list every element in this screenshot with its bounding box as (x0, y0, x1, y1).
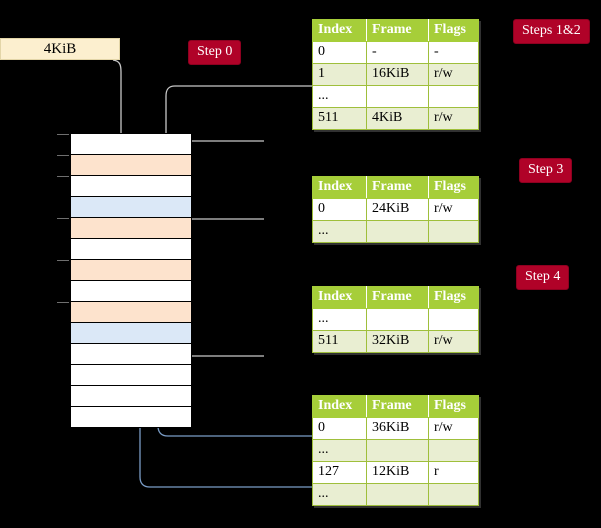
table-cell (366, 439, 429, 462)
table-cell: 32KiB (366, 330, 429, 353)
table-header-cell: Frame (366, 176, 429, 199)
badge-step-4: Step 4 (516, 265, 570, 290)
badge-step-0: Step 0 (188, 40, 242, 65)
table-cell: 12KiB (366, 461, 429, 484)
memory-row (57, 217, 191, 238)
memory-row (71, 322, 191, 343)
table-cell: 0 (312, 198, 367, 221)
badge-steps-1-2: Steps 1&2 (513, 19, 590, 44)
memory-row (71, 385, 191, 406)
memory-row-tick (57, 176, 69, 177)
table-cell: r/w (428, 107, 479, 130)
table-cell: 127 (312, 461, 367, 484)
table-cell: r (428, 461, 479, 484)
memory-row-tick (57, 155, 69, 156)
memory-row (57, 133, 191, 154)
memory-row-tick (57, 260, 69, 261)
memory-row (71, 406, 191, 427)
table-cell: ... (312, 308, 367, 331)
table-cell (366, 85, 429, 108)
table-cell: 0 (312, 41, 367, 64)
table-cell: 16KiB (366, 63, 429, 86)
table-cell (428, 220, 479, 243)
memory-row (57, 154, 191, 175)
memory-row-tick (57, 218, 69, 219)
memory-row (57, 259, 191, 280)
badge-step-3: Step 3 (519, 158, 573, 183)
memory-row (71, 238, 191, 259)
table-cell (366, 483, 429, 506)
table-row: ... (312, 220, 479, 243)
table-cell: ... (312, 220, 367, 243)
table-cell: 24KiB (366, 198, 429, 221)
memory-row (71, 343, 191, 364)
table-cell: 36KiB (366, 417, 429, 440)
table-cell: 1 (312, 63, 367, 86)
table-cell: - (366, 41, 429, 64)
table-cell: 4KiB (366, 107, 429, 130)
table-header-cell: Frame (366, 395, 429, 418)
table-cell (428, 483, 479, 506)
table-cell (428, 439, 479, 462)
memory-frame-label-text: 4KiB (43, 40, 77, 57)
table-header-cell: Index (312, 19, 367, 42)
table-row: ... (312, 308, 479, 331)
table-row: 0-- (312, 41, 479, 64)
table-row: ... (312, 85, 479, 108)
table-header-cell: Index (312, 395, 367, 418)
table-cell: r/w (428, 417, 479, 440)
memory-row-tick (57, 134, 69, 135)
memory-frame-label: 4KiB (0, 38, 120, 60)
table-row: ... (312, 483, 479, 506)
table-header-cell: Frame (366, 19, 429, 42)
table-cell: ... (312, 85, 367, 108)
table-header-cell: Index (312, 176, 367, 199)
table-header-cell: Frame (366, 286, 429, 309)
table-cell: 511 (312, 330, 367, 353)
table-cell: 511 (312, 107, 367, 130)
table-header-cell: Flags (428, 176, 479, 199)
table-cell: r/w (428, 330, 479, 353)
table-cell: r/w (428, 63, 479, 86)
memory-row (71, 280, 191, 301)
table-cell (428, 308, 479, 331)
table-header-cell: Flags (428, 395, 479, 418)
table-cell: ... (312, 439, 367, 462)
table-cell: - (428, 41, 479, 64)
table-cell (428, 85, 479, 108)
memory-row (57, 301, 191, 322)
memory-row (71, 196, 191, 217)
memory-row (57, 175, 191, 196)
memory-row-tick (57, 302, 69, 303)
table-cell (366, 220, 429, 243)
memory-row (71, 364, 191, 385)
table-header-cell: Flags (428, 19, 479, 42)
table-header-cell: Index (312, 286, 367, 309)
table-row: ... (312, 439, 479, 462)
table-cell: ... (312, 483, 367, 506)
table-cell (366, 308, 429, 331)
memory-column (57, 133, 192, 428)
table-header-cell: Flags (428, 286, 479, 309)
table-cell: 0 (312, 417, 367, 440)
table-cell: r/w (428, 198, 479, 221)
